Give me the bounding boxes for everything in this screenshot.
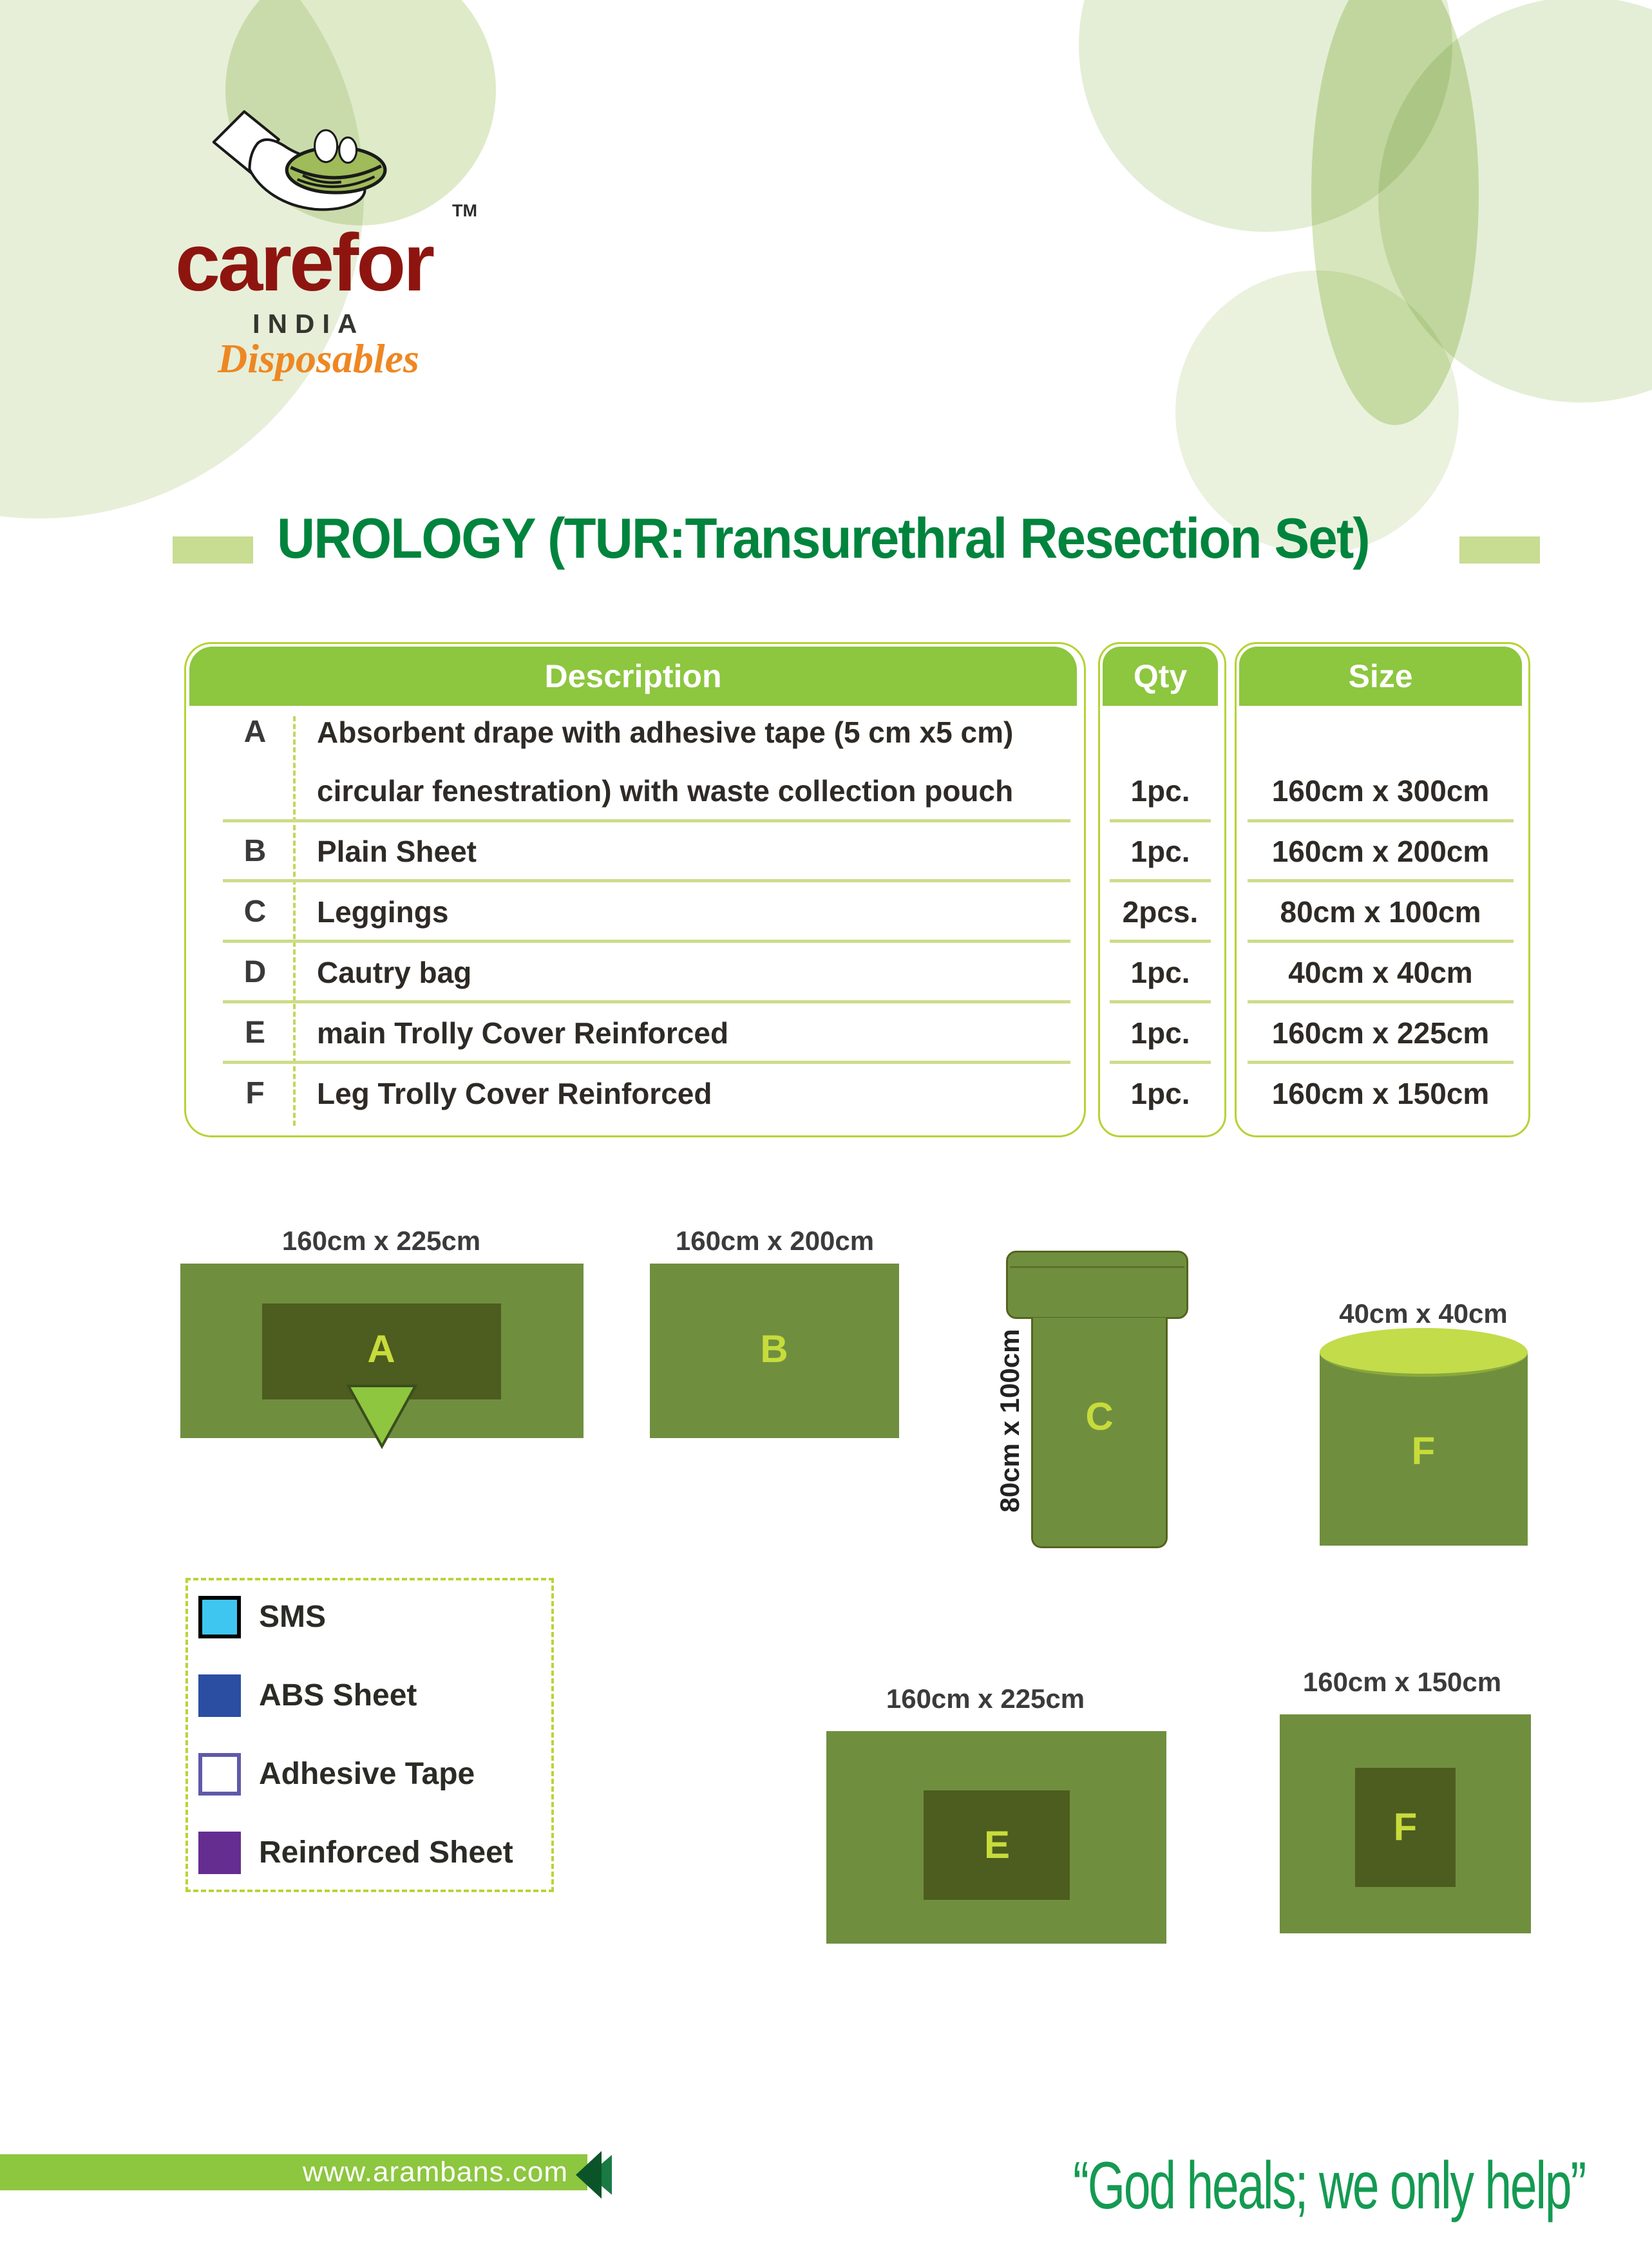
row-separator [1110, 940, 1211, 943]
diagram-cylinder-top [1320, 1328, 1528, 1377]
row-qty: 1pc. [1130, 774, 1190, 808]
description-panel [184, 642, 1086, 1137]
row-separator [1110, 819, 1211, 822]
page-title: UROLOGY (TUR:Transurethral Resection Set… [277, 506, 1371, 570]
row-separator [1110, 879, 1211, 882]
row-size: 160cm x 200cm [1271, 835, 1490, 868]
legend-label: SMS [259, 1600, 327, 1634]
website-text: www.arambans.com [302, 2156, 568, 2188]
row-qty: 1pc. [1130, 835, 1190, 868]
diagram-a-dimension: 160cm x 225cm [281, 1226, 481, 1256]
diagram-b-dimension: 160cm x 200cm [675, 1226, 875, 1256]
row-separator [1248, 819, 1514, 822]
row-letter: D [243, 955, 267, 989]
glove-nest-icon [212, 110, 387, 211]
row-letter: C [243, 895, 267, 929]
diagram-b-sheet [650, 1264, 899, 1438]
row-separator [1248, 1000, 1514, 1003]
diagram-f-reinforced-area [1355, 1768, 1456, 1887]
row-qty: 1pc. [1130, 1077, 1190, 1110]
diagram-c-dimension: 80cm x 100cm [994, 1329, 1025, 1513]
footer-arrow-icon [576, 2151, 612, 2199]
title-accent-right [1459, 536, 1540, 564]
qty-panel [1098, 642, 1226, 1137]
legend-swatch-reinforced-sheet [198, 1832, 241, 1874]
diagram-c-letter: C [1085, 1395, 1114, 1438]
brand-trademark: TM [452, 201, 477, 220]
legend-swatch-sms [198, 1596, 241, 1638]
column-header-description: Description [189, 647, 1077, 706]
legend-label: Adhesive Tape [259, 1757, 475, 1791]
row-description: Leg Trolly Cover Reinforced [317, 1077, 712, 1110]
row-letter: A [243, 715, 267, 749]
diagram-c-cap-seam [1010, 1266, 1184, 1268]
row-description: Cautry bag [317, 956, 472, 989]
row-description: Leggings [317, 895, 449, 929]
title-accent-left [173, 536, 253, 564]
diagram-b-letter: B [760, 1327, 788, 1370]
legend-label: Reinforced Sheet [259, 1835, 513, 1870]
row-size: 40cm x 40cm [1288, 956, 1473, 989]
diagram-a-letter: A [367, 1327, 395, 1370]
row-separator [223, 1000, 1070, 1003]
diagram-c-body [1031, 1318, 1168, 1548]
legend-label: ABS Sheet [259, 1678, 417, 1712]
brand-name: carefor [175, 217, 435, 308]
legend-swatch-abs-sheet [198, 1674, 241, 1717]
row-description: Plain Sheet [317, 835, 477, 868]
fenestration-triangle-icon [346, 1385, 418, 1449]
row-separator [1110, 1000, 1211, 1003]
row-description-line1: Absorbent drape with adhesive tape (5 cm… [317, 716, 1014, 749]
legend-box [185, 1578, 554, 1892]
row-size: 160cm x 300cm [1271, 774, 1490, 808]
row-size: 160cm x 150cm [1271, 1077, 1490, 1110]
row-separator [1248, 879, 1514, 882]
column-header-size: Size [1239, 647, 1522, 706]
diagram-e-dimension: 160cm x 225cm [886, 1683, 1085, 1714]
diagram-f-dimension: 160cm x 150cm [1302, 1667, 1502, 1697]
row-separator [1248, 1061, 1514, 1064]
row-description: main Trolly Cover Reinforced [317, 1016, 729, 1050]
row-separator [223, 819, 1070, 822]
diagram-e-reinforced-area [924, 1790, 1070, 1900]
row-size: 160cm x 225cm [1271, 1016, 1490, 1050]
row-qty: 2pcs. [1122, 895, 1199, 929]
letter-column-divider [293, 716, 296, 1126]
diagram-c-cap [1006, 1251, 1188, 1319]
diagram-a-abs-area [262, 1303, 501, 1399]
row-separator [1248, 940, 1514, 943]
legend-swatch-adhesive-tape [198, 1753, 241, 1796]
row-size: 80cm x 100cm [1280, 895, 1481, 929]
diagram-cylinder-body [1320, 1351, 1528, 1546]
row-description-line2: circular fenestration) with waste collec… [317, 774, 1014, 808]
row-qty: 1pc. [1130, 956, 1190, 989]
row-separator [223, 940, 1070, 943]
row-separator [223, 1061, 1070, 1064]
size-panel [1235, 642, 1530, 1137]
diagram-f-letter: F [1393, 1805, 1418, 1848]
row-letter: B [243, 834, 267, 868]
brand-country: INDIA [252, 308, 365, 339]
background-circle [1175, 270, 1459, 554]
column-header-qty: Qty [1103, 647, 1218, 706]
row-letter: E [244, 1016, 265, 1050]
diagram-cylinder-dimension: 40cm x 40cm [1339, 1298, 1508, 1329]
footer-quote: “God heals; we only help” [1073, 2148, 1586, 2223]
brand-tagline: Disposables [218, 336, 419, 381]
diagram-e-letter: E [983, 1823, 1011, 1866]
row-letter: F [245, 1076, 265, 1110]
row-qty: 1pc. [1130, 1016, 1190, 1050]
footer-bar: www.arambans.com [0, 2154, 587, 2190]
row-separator [1110, 1061, 1211, 1064]
row-separator [223, 879, 1070, 882]
diagram-cylinder-letter: F [1411, 1429, 1436, 1472]
